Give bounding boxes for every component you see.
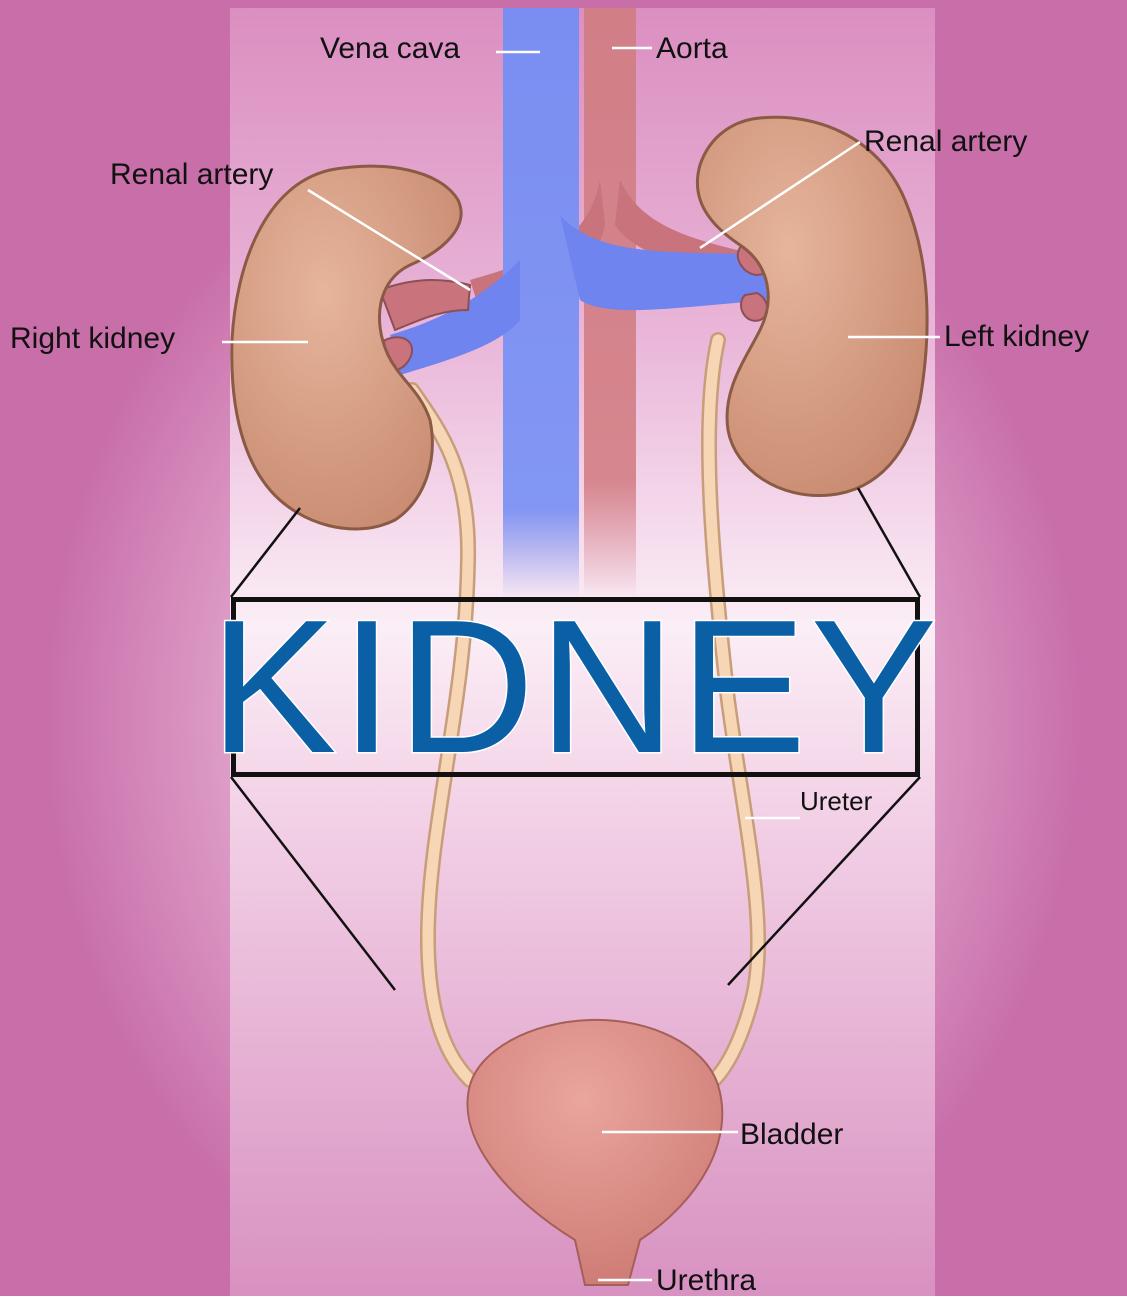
label-right-kidney: Right kidney [10, 324, 175, 354]
label-renal-artery-left: Renal artery [864, 127, 1027, 157]
page-title: KIDNEY [236, 602, 915, 772]
label-left-kidney: Left kidney [944, 322, 1089, 352]
label-aorta: Aorta [656, 34, 728, 64]
label-renal-artery-right: Renal artery [110, 160, 273, 190]
label-bladder: Bladder [740, 1120, 843, 1150]
bladder [468, 1020, 723, 1285]
label-vena-cava: Vena cava [320, 34, 460, 64]
connector-line-bottom-left [231, 777, 395, 990]
label-urethra: Urethra [656, 1266, 756, 1296]
title-box: KIDNEY [231, 597, 920, 777]
